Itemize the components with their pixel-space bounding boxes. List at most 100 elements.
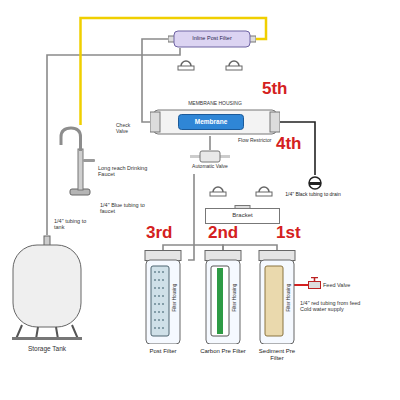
node-text: Membrane <box>178 118 244 125</box>
art-part <box>206 209 280 224</box>
node-text: Post Filter <box>138 348 188 355</box>
art-part <box>13 245 81 327</box>
node-text: Sediment Pre Filter <box>252 348 302 362</box>
clip-arc <box>181 61 191 66</box>
art-part <box>78 149 83 190</box>
art-part <box>259 251 295 261</box>
clip-base <box>226 66 242 70</box>
node-text: Automatic Valve <box>180 164 240 170</box>
clip-arc <box>229 61 239 66</box>
automatic-valve: Automatic Valve <box>180 150 240 174</box>
tubing-connector <box>47 48 180 235</box>
art-part <box>235 206 250 209</box>
art-part <box>200 151 220 162</box>
art-part <box>151 266 169 336</box>
tube-clip <box>226 61 242 70</box>
part-label: Check Valve <box>116 123 138 134</box>
tubing-line <box>302 284 308 286</box>
callout-number: 3rd <box>146 224 172 241</box>
art-part <box>174 31 250 47</box>
art-part <box>309 177 321 189</box>
tubing-line <box>47 48 180 235</box>
callout-number: 4th <box>276 135 302 152</box>
shape-art <box>8 235 86 341</box>
membrane-element: Membrane <box>178 114 244 130</box>
art-part <box>309 182 321 185</box>
tubing-connector <box>188 174 194 260</box>
post-filter-housing: Filter HousingPost Filter <box>138 250 188 356</box>
art-part <box>16 325 78 339</box>
membrane-housing: MEMBRANE HOUSING Membrane <box>150 100 280 136</box>
art-part <box>154 272 166 328</box>
art-part <box>179 115 244 130</box>
art-part <box>145 251 181 261</box>
art-part <box>146 260 180 344</box>
art-part <box>205 251 241 261</box>
art-part <box>217 268 223 334</box>
tubing-note: 1/4" red tubing from feed Cold water sup… <box>300 300 364 312</box>
clip-arc <box>213 187 223 192</box>
storage-tank: Storage Tank <box>8 235 86 354</box>
art-part <box>150 112 160 132</box>
node-text: Filter Housing <box>286 281 291 315</box>
art-part <box>265 266 283 336</box>
shape-art <box>52 125 152 197</box>
art-part <box>211 266 229 336</box>
part-label: Flow Restrictor <box>238 138 272 144</box>
tubing-connector <box>302 285 308 286</box>
shape-art <box>282 175 344 191</box>
tubing-line <box>163 245 223 250</box>
node-text: MEMBRANE HOUSING <box>170 101 260 107</box>
tubing-connector <box>81 18 267 125</box>
tubing-connector <box>163 245 223 250</box>
clip-base <box>256 192 272 196</box>
callout-number: 5th <box>262 80 288 97</box>
feed-tube-stub <box>294 284 302 286</box>
node-text: Filter Housing <box>172 281 177 315</box>
inline-post-filter: Inline Post Filter <box>168 30 256 48</box>
sediment-filter-housing: Filter HousingSediment Pre Filter <box>252 250 302 363</box>
node-text: Storage Tank <box>8 345 86 352</box>
node-text: Carbon Pre Filter <box>198 348 248 355</box>
tubing-line <box>223 245 277 250</box>
art-part <box>83 159 95 162</box>
node-text: Inline Post Filter <box>176 35 248 41</box>
node-text: Feed Valve <box>323 282 360 288</box>
tubing-line <box>209 136 211 150</box>
clip-base <box>210 192 226 196</box>
art-part <box>12 337 82 340</box>
bracket: Bracket <box>205 205 280 225</box>
drain-saddle: 1/4" Black tubing to drain <box>282 175 344 199</box>
art-part <box>61 128 81 151</box>
tubing-line <box>188 174 194 260</box>
tubing-connector <box>210 136 211 150</box>
art-part <box>260 260 294 344</box>
clip-arc <box>259 187 269 192</box>
tubing-note: 1/4" Blue tubing to faucet <box>100 202 158 214</box>
node-text: Filter Housing <box>232 281 237 315</box>
tubing-line <box>81 18 267 125</box>
art-part <box>309 282 321 289</box>
art-part <box>154 110 276 134</box>
tubing-connector <box>223 245 277 250</box>
clip-base <box>178 66 194 70</box>
drinking-faucet: Long reach Drinking Faucet <box>52 125 152 197</box>
feed-valve: Feed Valve <box>308 277 360 293</box>
callout-number: 1st <box>276 224 301 241</box>
shape-art <box>252 250 302 344</box>
art-part <box>270 112 280 132</box>
tube-clip <box>210 187 226 196</box>
tubing-note: 1/4" tubing to tank <box>54 218 94 230</box>
shape-art <box>138 250 188 344</box>
callout-number: 2nd <box>208 224 238 241</box>
node-text: Bracket <box>205 212 280 219</box>
node-text: 1/4" Black tubing to drain <box>282 192 344 198</box>
art-part <box>206 260 240 344</box>
art-part <box>311 278 318 282</box>
shape-art <box>180 150 240 174</box>
shape-art <box>198 250 248 344</box>
tube-clip <box>256 187 272 196</box>
tube-clip <box>178 61 194 70</box>
